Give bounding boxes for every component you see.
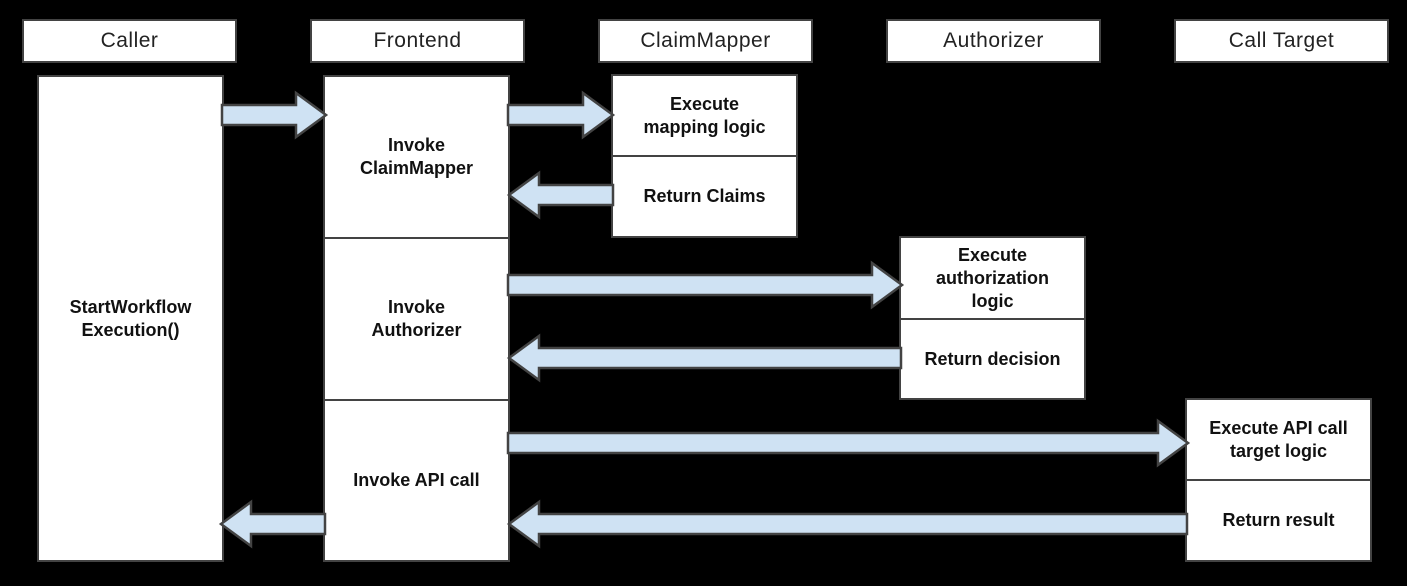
authorizer-step-return: Return decision [901, 320, 1084, 398]
lane-header-authorizer: Authorizer [886, 19, 1101, 63]
authorizer-execute-label: Execute authorization logic [936, 244, 1049, 311]
calltarget-return-label: Return result [1222, 510, 1335, 530]
arrow-claimmapper-return-icon [506, 170, 615, 220]
frontend-invoke-api-call-label: Invoke API call [353, 470, 480, 490]
frontend-activity-box: Invoke ClaimMapper Invoke Authorizer Inv… [323, 75, 510, 562]
lane-header-claimmapper: ClaimMapper [598, 19, 813, 63]
caller-activity-cell: StartWorkflow Execution() [39, 77, 222, 560]
frontend-step-invoke-api-call: Invoke API call [325, 401, 508, 560]
calltarget-step-return: Return result [1187, 481, 1370, 560]
frontend-divider-1 [325, 237, 508, 239]
frontend-step-invoke-claimmapper: Invoke ClaimMapper [325, 77, 508, 237]
arrow-frontend-to-authorizer-icon [506, 260, 905, 310]
lane-header-frontend-label: Frontend [373, 29, 462, 52]
claimmapper-step-execute: Execute mapping logic [613, 76, 796, 155]
claimmapper-step-return: Return Claims [613, 157, 796, 236]
lane-header-calltarget-label: Call Target [1228, 29, 1335, 52]
authorizer-return-label: Return decision [924, 348, 1061, 369]
claimmapper-activity-box: Execute mapping logic Return Claims [611, 74, 798, 238]
frontend-invoke-claimmapper-label: Invoke ClaimMapper [359, 135, 474, 178]
calltarget-activity-box: Execute API call target logic Return res… [1185, 398, 1372, 562]
lane-header-calltarget: Call Target [1174, 19, 1389, 63]
frontend-invoke-authorizer-label: Invoke Authorizer [371, 297, 462, 340]
claimmapper-execute-label: Execute mapping logic [643, 93, 766, 137]
claimmapper-divider [613, 155, 796, 157]
caller-activity-label: StartWorkflow Execution() [69, 296, 192, 340]
arrow-frontend-to-claimmapper-icon [506, 90, 616, 140]
caller-activity-box: StartWorkflow Execution() [37, 75, 224, 562]
calltarget-divider [1187, 479, 1370, 481]
arrow-caller-to-frontend-icon [220, 90, 329, 140]
calltarget-step-execute: Execute API call target logic [1187, 400, 1370, 479]
authorizer-activity-box: Execute authorization logic Return decis… [899, 236, 1086, 400]
frontend-step-invoke-authorizer: Invoke Authorizer [325, 239, 508, 399]
lane-header-caller-label: Caller [100, 29, 159, 52]
arrow-frontend-return-to-caller-icon [218, 499, 327, 549]
authorizer-divider [901, 318, 1084, 320]
claimmapper-return-label: Return Claims [643, 186, 766, 206]
lane-header-caller: Caller [22, 19, 237, 63]
lane-header-frontend: Frontend [310, 19, 525, 63]
arrow-frontend-to-calltarget-icon [506, 418, 1191, 468]
arrow-authorizer-return-icon [506, 333, 903, 383]
authorizer-step-execute: Execute authorization logic [901, 238, 1084, 318]
lane-header-claimmapper-label: ClaimMapper [640, 29, 771, 52]
frontend-divider-2 [325, 399, 508, 401]
arrow-calltarget-return-icon [506, 499, 1189, 549]
lane-header-authorizer-label: Authorizer [943, 29, 1044, 52]
calltarget-execute-label: Execute API call target logic [1209, 417, 1348, 461]
